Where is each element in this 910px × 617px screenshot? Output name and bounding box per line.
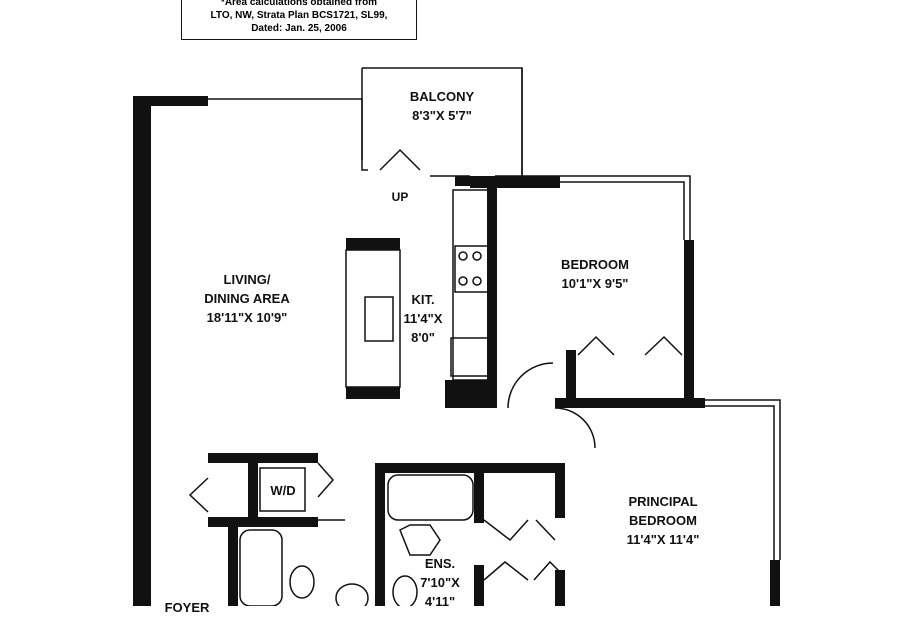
room-name: DINING AREA bbox=[204, 291, 290, 306]
note-line-2: LTO, NW, Strata Plan BCS1721, SL99, bbox=[210, 10, 388, 21]
wall-bedroom-west bbox=[487, 186, 497, 408]
stair-arrow bbox=[379, 148, 470, 177]
room-size: 7'10"X bbox=[420, 575, 460, 590]
living-dining-label: LIVING/ DINING AREA 18'11"X 10'9" bbox=[204, 270, 289, 327]
room-size: 4'11" bbox=[424, 594, 456, 609]
foyer-label: FOYER bbox=[164, 600, 210, 615]
washer-dryer-label: W/D bbox=[270, 483, 296, 498]
area-note-box: *Area calculations obtained from LTO, NW… bbox=[181, 0, 417, 40]
balcony-label: BALCONY 8'3"X 5'7" bbox=[410, 87, 474, 125]
ensuite-label: ENS. 7'10"X 4'11" bbox=[420, 554, 460, 611]
kitchen-label: KIT. 11'4"X 8'0" bbox=[404, 290, 443, 347]
fixtures bbox=[188, 67, 781, 606]
walls bbox=[133, 96, 780, 606]
note-line-3: Dated: Jan. 25, 2006 bbox=[251, 23, 347, 34]
room-size: 11'4"X 11'4" bbox=[626, 532, 700, 547]
room-name: LIVING/ bbox=[223, 272, 271, 287]
room-name: KIT. bbox=[411, 292, 435, 307]
principal-bedroom-label: PRINCIPAL BEDROOM 11'4"X 11'4" bbox=[627, 492, 700, 549]
bedroom-window bbox=[495, 175, 691, 240]
note-line-1: *Area calculations obtained from bbox=[220, 0, 378, 8]
bedroom-label: BEDROOM 10'1"X 9'5" bbox=[561, 255, 629, 293]
wall-west bbox=[133, 96, 151, 606]
room-name: BEDROOM bbox=[561, 257, 629, 272]
stairs-up-label: UP bbox=[391, 190, 409, 204]
room-size: 8'3"X 5'7" bbox=[412, 108, 472, 123]
room-name: BALCONY bbox=[409, 89, 475, 104]
principal-window bbox=[705, 399, 781, 560]
room-size: 18'11"X 10'9" bbox=[206, 310, 288, 325]
room-name: ENS. bbox=[424, 556, 456, 571]
room-size: 10'1"X 9'5" bbox=[561, 276, 629, 291]
wall-ensuite-north bbox=[375, 463, 558, 473]
wall-bedroom-south bbox=[555, 398, 705, 408]
room-size: 11'4"X bbox=[403, 311, 443, 326]
wall-north-left bbox=[133, 96, 208, 106]
room-size: 8'0" bbox=[411, 330, 435, 345]
room-name: BEDROOM bbox=[629, 513, 697, 528]
room-name: PRINCIPAL bbox=[628, 494, 698, 509]
